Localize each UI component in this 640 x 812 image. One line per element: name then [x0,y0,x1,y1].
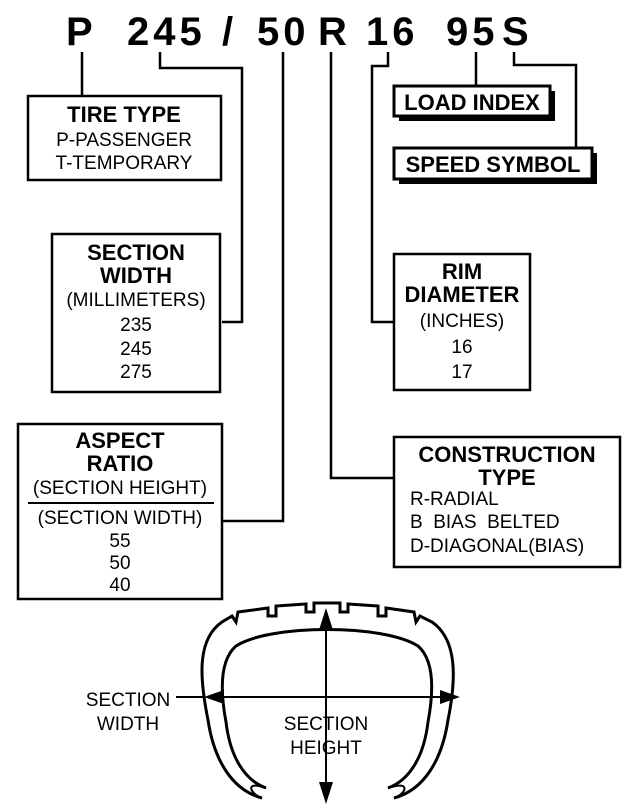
code-tire-type: P [66,10,93,54]
section-height-label: HEIGHT [290,738,362,759]
section-width-label: WIDTH [97,714,159,735]
aspect-ratio-heading: RATIO [87,451,154,476]
construction-type-box: CONSTRUCTION TYPE R-RADIAL B BIAS BELTED… [392,435,622,569]
code-construction: R [318,10,347,54]
section-width-heading: WIDTH [100,263,172,288]
section-width-value: 235 [120,315,152,336]
rim-diameter-box: RIM DIAMETER (INCHES) 16 17 [392,252,532,392]
aspect-ratio-value: 40 [109,575,130,596]
bead-right [387,784,406,799]
leader-aspect-ratio [222,52,285,523]
code-aspect-ratio: 50 [257,10,310,54]
construction-line: R-RADIAL [410,489,499,510]
section-width-box: SECTION WIDTH (MILLIMETERS) 235 245 275 [50,232,222,394]
section-width-label: SECTION [86,690,170,711]
tire-type-box: TIRE TYPE P-PASSENGER T-TEMPORARY [26,94,223,182]
aspect-ratio-heading: ASPECT [75,428,165,453]
leader-construction [329,52,394,480]
aspect-ratio-numerator: (SECTION HEIGHT) [33,478,207,499]
aspect-ratio-box: ASPECT RATIO (SECTION HEIGHT) (SECTION W… [16,422,224,601]
speed-symbol-heading: SPEED SYMBOL [406,152,581,177]
leader-speed-symbol [512,52,578,148]
construction-line: D-DIAGONAL(BIAS) [410,536,584,557]
aspect-ratio-denominator: (SECTION WIDTH) [38,508,203,529]
tire-outline [200,601,455,800]
section-width-value: 275 [120,362,152,383]
tire-type-line: P-PASSENGER [56,130,192,151]
section-width-unit: (MILLIMETERS) [66,290,205,311]
construction-heading: TYPE [478,465,535,490]
arrow-up-icon [319,608,333,630]
load-index-heading: LOAD INDEX [404,90,540,115]
leader-section-width [158,52,244,324]
code-speed-symbol: S [502,10,529,54]
rim-diameter-heading: RIM [442,259,482,284]
arrow-right-icon [440,690,460,704]
rim-diameter-heading: DIAMETER [405,282,520,307]
tire-cross-section: SECTION WIDTH SECTION HEIGHT [86,601,460,804]
section-height-label: SECTION [284,714,368,735]
tire-code: P 245 / 50 R 16 95 S [66,10,529,54]
section-width-value: 245 [120,339,152,360]
section-width-heading: SECTION [87,240,185,265]
construction-heading: CONSTRUCTION [418,442,595,467]
arrow-down-icon [319,782,333,804]
leader-rim-diameter [370,52,394,324]
leader-lines [80,52,578,523]
code-slash: / [222,10,233,54]
aspect-ratio-value: 55 [109,531,130,552]
code-rim-diameter: 16 [366,10,419,54]
rim-diameter-value: 16 [451,337,472,358]
code-section-width: 245 [127,10,206,54]
rim-diameter-unit: (INCHES) [420,311,504,332]
arrow-left-icon [204,690,224,704]
load-index-box: LOAD INDEX [392,84,555,121]
rim-diameter-value: 17 [451,362,472,383]
bead-left [250,784,267,799]
tire-type-line: T-TEMPORARY [56,153,193,174]
speed-symbol-box: SPEED SYMBOL [392,146,597,184]
construction-line: B BIAS BELTED [410,512,560,533]
code-load-index: 95 [446,10,499,54]
tire-type-heading: TIRE TYPE [67,102,181,127]
aspect-ratio-value: 50 [109,553,130,574]
